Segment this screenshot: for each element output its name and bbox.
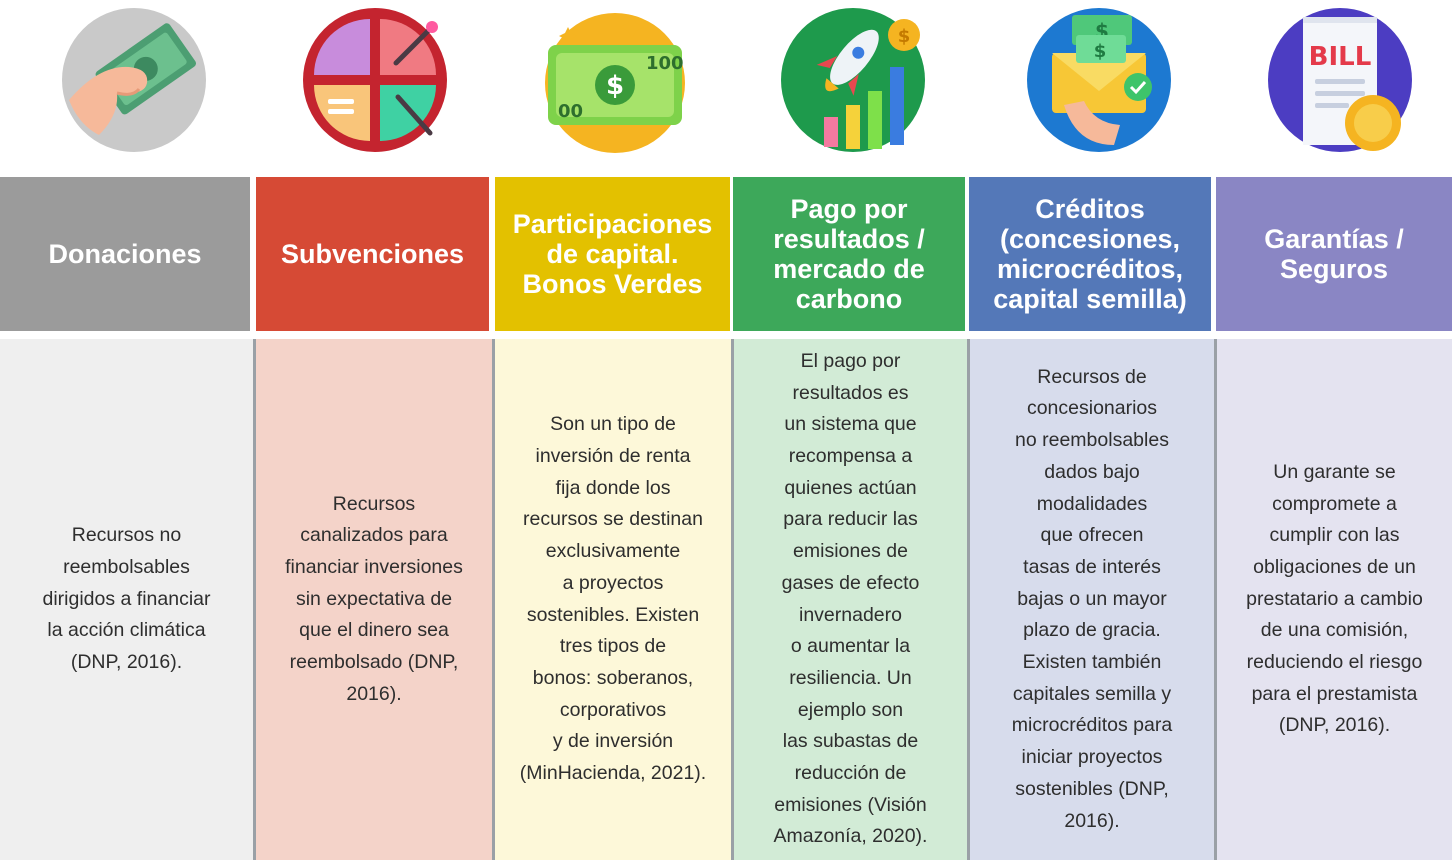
header-title: Subvenciones — [280, 239, 465, 269]
envelope-dollar-front: $ — [1094, 41, 1107, 62]
money-envelope-icon: $ $ — [1024, 5, 1174, 155]
rocket-growth-icon: $ — [778, 5, 928, 155]
header-title: Créditos(concesiones,microcréditos,capit… — [993, 194, 1187, 314]
header-subvenciones: Subvenciones — [256, 177, 489, 331]
header-garantias: Garantías /Seguros — [1216, 177, 1452, 331]
header-donaciones: Donaciones — [0, 177, 250, 331]
icon-row: $ 100 00 $ — [0, 0, 1452, 170]
banknote-icon: $ 100 00 — [540, 5, 690, 155]
bill-label: BILL — [1309, 42, 1372, 72]
header-title: Garantías /Seguros — [1264, 224, 1404, 284]
bill-coin-icon: BILL — [1265, 5, 1415, 155]
row-gap — [0, 331, 1452, 339]
banknote-dollar-sign: $ — [606, 71, 624, 101]
rocket-coin-dollar-sign: $ — [898, 26, 911, 47]
header-title: Donaciones — [48, 239, 202, 269]
pie-chart-icon — [300, 5, 450, 155]
header-creditos: Créditos(concesiones,microcréditos,capit… — [969, 177, 1211, 331]
banknote-value-top: 100 — [646, 53, 684, 74]
cash-hand-icon — [59, 5, 209, 155]
banknote-value-bottom: 00 — [558, 101, 583, 122]
